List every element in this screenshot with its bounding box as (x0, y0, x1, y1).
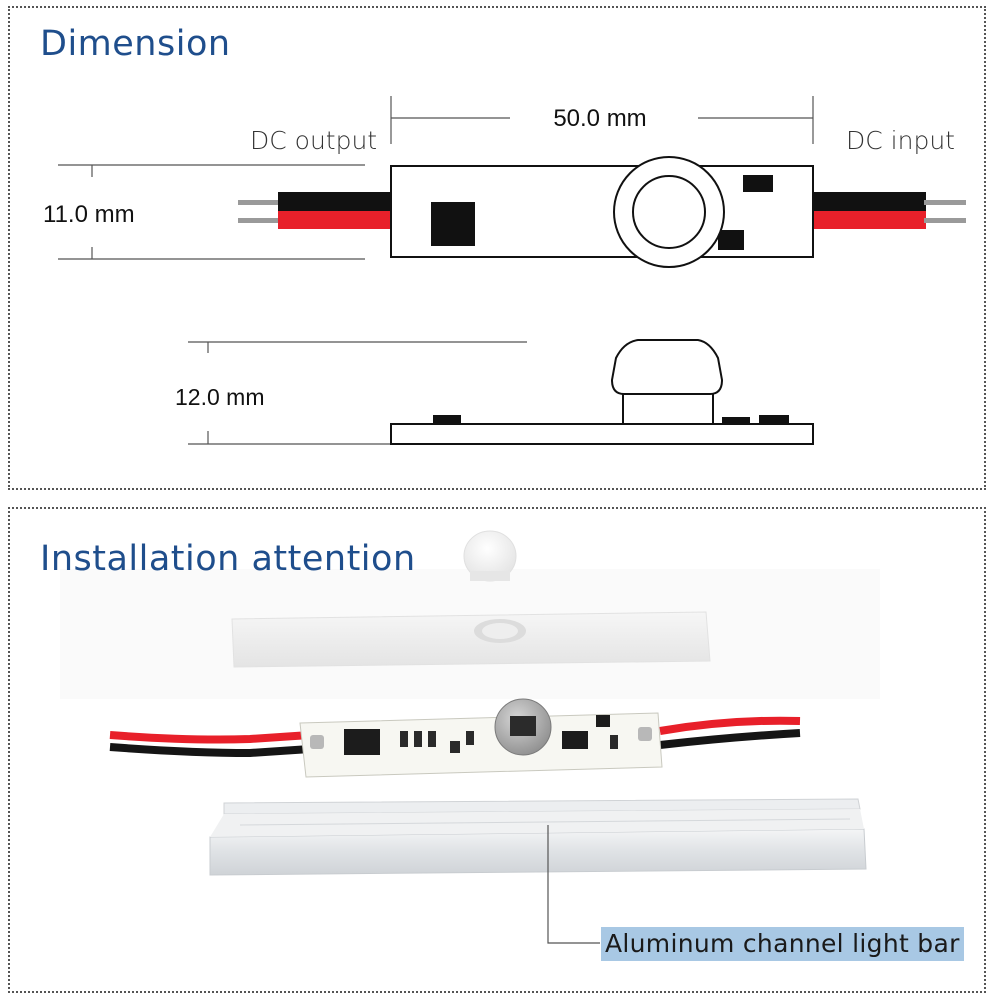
dimension-title: Dimension (40, 24, 231, 64)
installation-title: Installation attention (40, 539, 416, 579)
width-dimension (58, 164, 365, 260)
channel-callout-label: Aluminum channel light bar (601, 927, 964, 961)
sensor-dome (610, 339, 724, 395)
height-label: 12.0 mm (175, 384, 264, 410)
dc-output-label: DC output (250, 126, 377, 155)
output-wires (238, 192, 392, 229)
dimension-drawing: 50.0 mm 11.0 mm DC output DC input (43, 96, 966, 445)
length-label: 50.0 mm (553, 105, 646, 132)
callout-leader-line (547, 825, 600, 944)
input-wires (812, 192, 966, 229)
sensor-pcb-assembly (109, 698, 801, 778)
length-dimension (390, 96, 814, 144)
chip-component (431, 202, 475, 246)
dome-cap (463, 530, 517, 582)
dc-input-label: DC input (846, 126, 955, 155)
installation-drawing (60, 530, 880, 944)
module-top-view (390, 156, 814, 268)
diffuser-cover (231, 611, 711, 668)
installation-panel: Installation attention (8, 507, 986, 993)
dimension-panel: Dimension 50.0 mm 11.0 mm DC output DC i… (8, 6, 986, 490)
height-dimension (188, 341, 527, 445)
module-side-view (390, 339, 814, 445)
aluminum-channel (209, 798, 867, 876)
width-label: 11.0 mm (43, 201, 135, 228)
